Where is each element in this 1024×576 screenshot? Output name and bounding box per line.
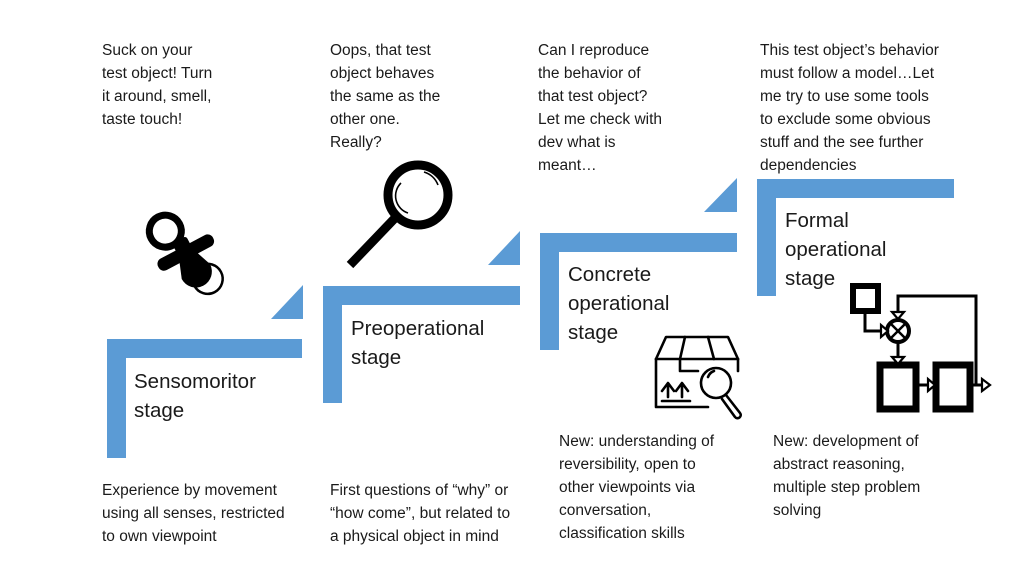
stage-2-description: First questions of “why” or “how come”, … [330, 482, 511, 545]
stage-3-bracket-side [540, 233, 559, 350]
stage-2-bracket-side [323, 286, 342, 403]
step-triangle-1 [271, 285, 303, 319]
stage-3-title: Concrete operational stage [568, 263, 670, 344]
stage-3-quote: Can I reproduce the behavior of that tes… [538, 42, 663, 174]
stage-1-quote: Suck on your test object! Turn it around… [102, 42, 213, 128]
stage-3-description: New: understanding of reversibility, ope… [559, 433, 715, 542]
stage-2-quote: Oops, that test object behaves the same … [330, 42, 441, 151]
pacifier-icon [145, 211, 224, 296]
stage-4-description: New: development of abstract reasoning, … [773, 433, 921, 519]
step-triangle-3 [704, 178, 737, 212]
stage-2-title: Preoperational stage [351, 317, 485, 369]
magnifier-icon [346, 160, 453, 269]
block-diagram-icon [850, 283, 992, 413]
stage-1-title: Sensomoritor stage [134, 370, 256, 422]
stage-3-bracket-top [540, 233, 737, 252]
stage-4-bracket-side [757, 179, 776, 296]
stage-4-title: Formal operational stage [785, 209, 887, 290]
stage-1-bracket-top [107, 339, 302, 358]
box-inspection-icon [654, 335, 742, 420]
stage-2-bracket-top [323, 286, 520, 305]
stage-1-description: Experience by movement using all senses,… [102, 482, 285, 545]
stage-4-bracket-top [757, 179, 954, 198]
step-triangle-2 [488, 231, 520, 265]
stage-1-bracket-side [107, 339, 126, 458]
stage-4-quote: This test object’s behavior must follow … [760, 42, 939, 174]
